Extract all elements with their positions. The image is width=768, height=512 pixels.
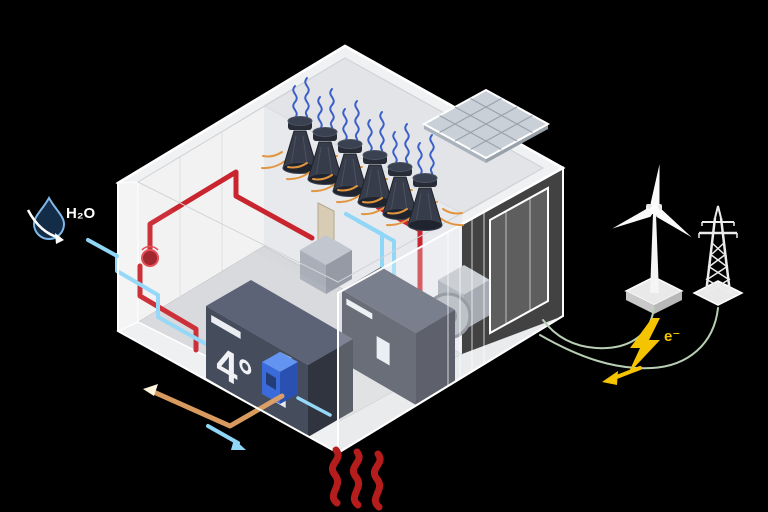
heat-pump-cabinet-front: 4° xyxy=(206,280,353,437)
bay-door xyxy=(489,186,549,335)
hot-pipe-run xyxy=(147,169,315,255)
solar-panel-icon xyxy=(421,88,551,163)
water-input: H₂O xyxy=(26,195,119,258)
blue-pump xyxy=(262,352,298,404)
water-inlet-pipe xyxy=(86,238,119,258)
heat-waves-icon xyxy=(328,446,384,511)
cabinet-label-strip xyxy=(211,315,241,339)
wall-louvers xyxy=(447,212,485,386)
electricity-label: e⁻ xyxy=(664,328,680,345)
front-right-wall xyxy=(337,166,564,455)
turbine-blades xyxy=(612,164,692,238)
hot-water-valve xyxy=(141,249,159,267)
wind-turbine-icon xyxy=(612,164,692,314)
tower-lattice xyxy=(698,205,738,294)
front-left-wall xyxy=(118,183,338,453)
cabinet-label-strip xyxy=(346,298,373,320)
copper-heat-pipe xyxy=(153,390,285,429)
electricity-input: e⁻ xyxy=(602,318,680,385)
lightning-bolt-icon xyxy=(628,318,660,374)
water-label: H₂O xyxy=(66,205,95,222)
heat-pump-cabinet-rear xyxy=(342,267,455,405)
power-line-grid xyxy=(539,307,719,370)
heat-out-arrow xyxy=(143,384,158,396)
cabinet-sign xyxy=(376,336,390,366)
electricity-flow-arrow xyxy=(612,366,642,380)
panel-grid xyxy=(439,97,533,151)
water-out-pipe xyxy=(206,424,240,445)
water-out-arrow xyxy=(231,439,246,450)
duct-pedestal xyxy=(300,235,352,294)
power-lines xyxy=(539,307,719,370)
transmission-tower-icon xyxy=(692,205,744,306)
